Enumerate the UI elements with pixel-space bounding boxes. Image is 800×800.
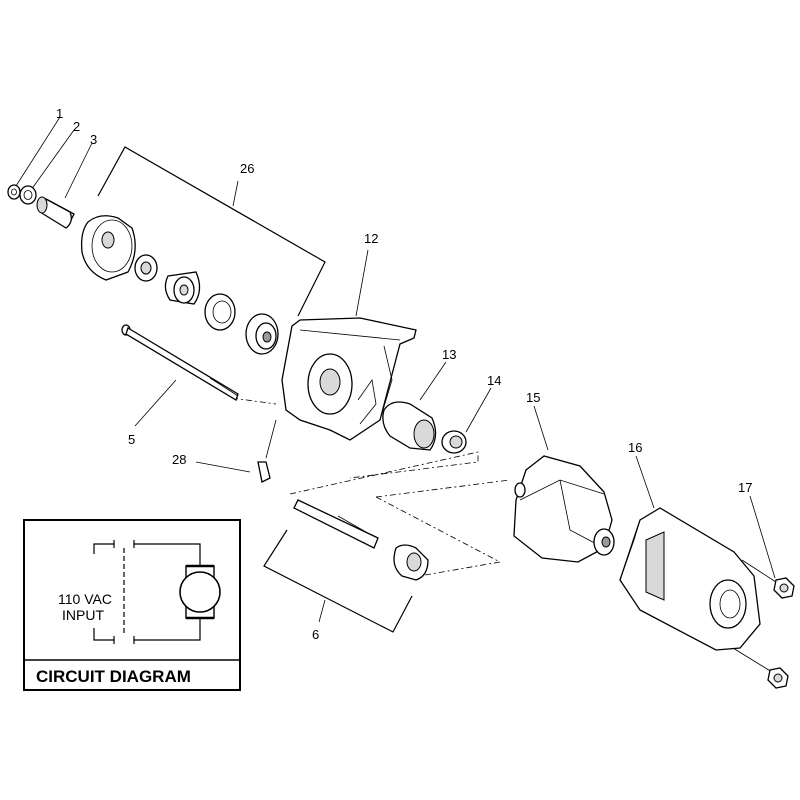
leader-lines xyxy=(15,116,777,673)
part-14-bushing xyxy=(441,430,467,454)
part-13-sleeve xyxy=(382,401,437,451)
callout-26: 26 xyxy=(240,161,254,176)
part-1-washer xyxy=(7,184,21,200)
input-voltage-label: 110 VAC xyxy=(58,591,112,607)
callout-2: 2 xyxy=(73,119,80,134)
callout-numbers: 1 2 3 26 12 13 14 15 16 17 5 28 6 xyxy=(56,106,752,642)
circuit-diagram-title: CIRCUIT DIAGRAM xyxy=(36,667,191,686)
part-2-ring xyxy=(19,185,37,205)
circuit-diagram: 110 VAC INPUT CIRCUIT DIAGRAM xyxy=(23,519,241,691)
callout-16: 16 xyxy=(628,440,642,455)
part-5-bolt xyxy=(121,324,239,401)
part-16-motor xyxy=(619,507,761,651)
input-label: INPUT xyxy=(62,607,104,623)
part-26-cup xyxy=(80,215,136,281)
callout-17: 17 xyxy=(738,480,752,495)
part-15-gearbox xyxy=(513,455,615,563)
callout-5: 5 xyxy=(128,432,135,447)
part-26-washer xyxy=(204,293,236,331)
part-6-shaft xyxy=(293,499,429,581)
part-12-housing xyxy=(281,317,417,441)
part-26-gear-small xyxy=(134,254,158,282)
callout-13: 13 xyxy=(442,347,456,362)
part-26-pinion xyxy=(164,271,201,305)
part-28-screw xyxy=(257,419,277,483)
callout-14: 14 xyxy=(487,373,501,388)
callout-28: 28 xyxy=(172,452,186,467)
part-3-sleeve xyxy=(36,196,75,229)
callout-12: 12 xyxy=(364,231,378,246)
part-17-nut-upper xyxy=(773,577,795,599)
callout-1: 1 xyxy=(56,106,63,121)
callout-6: 6 xyxy=(312,627,319,642)
callout-15: 15 xyxy=(526,390,540,405)
part-26-hub xyxy=(245,313,279,355)
part-17-nut-lower xyxy=(767,667,789,689)
motor-symbol xyxy=(179,564,221,620)
callout-3: 3 xyxy=(90,132,97,147)
